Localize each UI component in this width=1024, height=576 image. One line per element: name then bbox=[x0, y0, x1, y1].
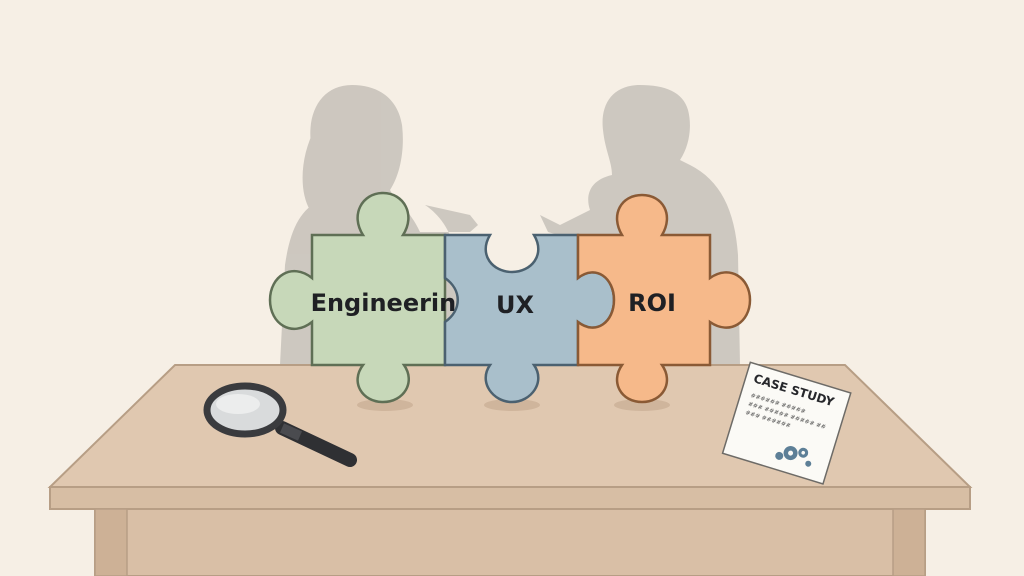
desk-leg-left bbox=[94, 508, 128, 576]
desk-front bbox=[94, 508, 926, 576]
piece-shadow-left bbox=[357, 399, 413, 411]
puzzle-piece-roi: ROI bbox=[576, 193, 752, 404]
gears-icon bbox=[775, 446, 812, 467]
case-study-document: CASE STUDY ###### ##### ### ##### ##### … bbox=[721, 361, 852, 485]
piece-shadow-middle bbox=[484, 399, 540, 411]
puzzle-piece-engineering: Engineering bbox=[268, 191, 474, 404]
desk-edge bbox=[49, 486, 971, 510]
magnifying-glass-icon bbox=[203, 382, 357, 467]
puzzle-label-ux: UX bbox=[496, 291, 534, 319]
piece-shadow-right bbox=[614, 399, 670, 411]
puzzle-label-roi: ROI bbox=[628, 289, 676, 317]
puzzle-label-engineering: Engineering bbox=[311, 289, 474, 317]
desk-leg-right bbox=[892, 508, 926, 576]
